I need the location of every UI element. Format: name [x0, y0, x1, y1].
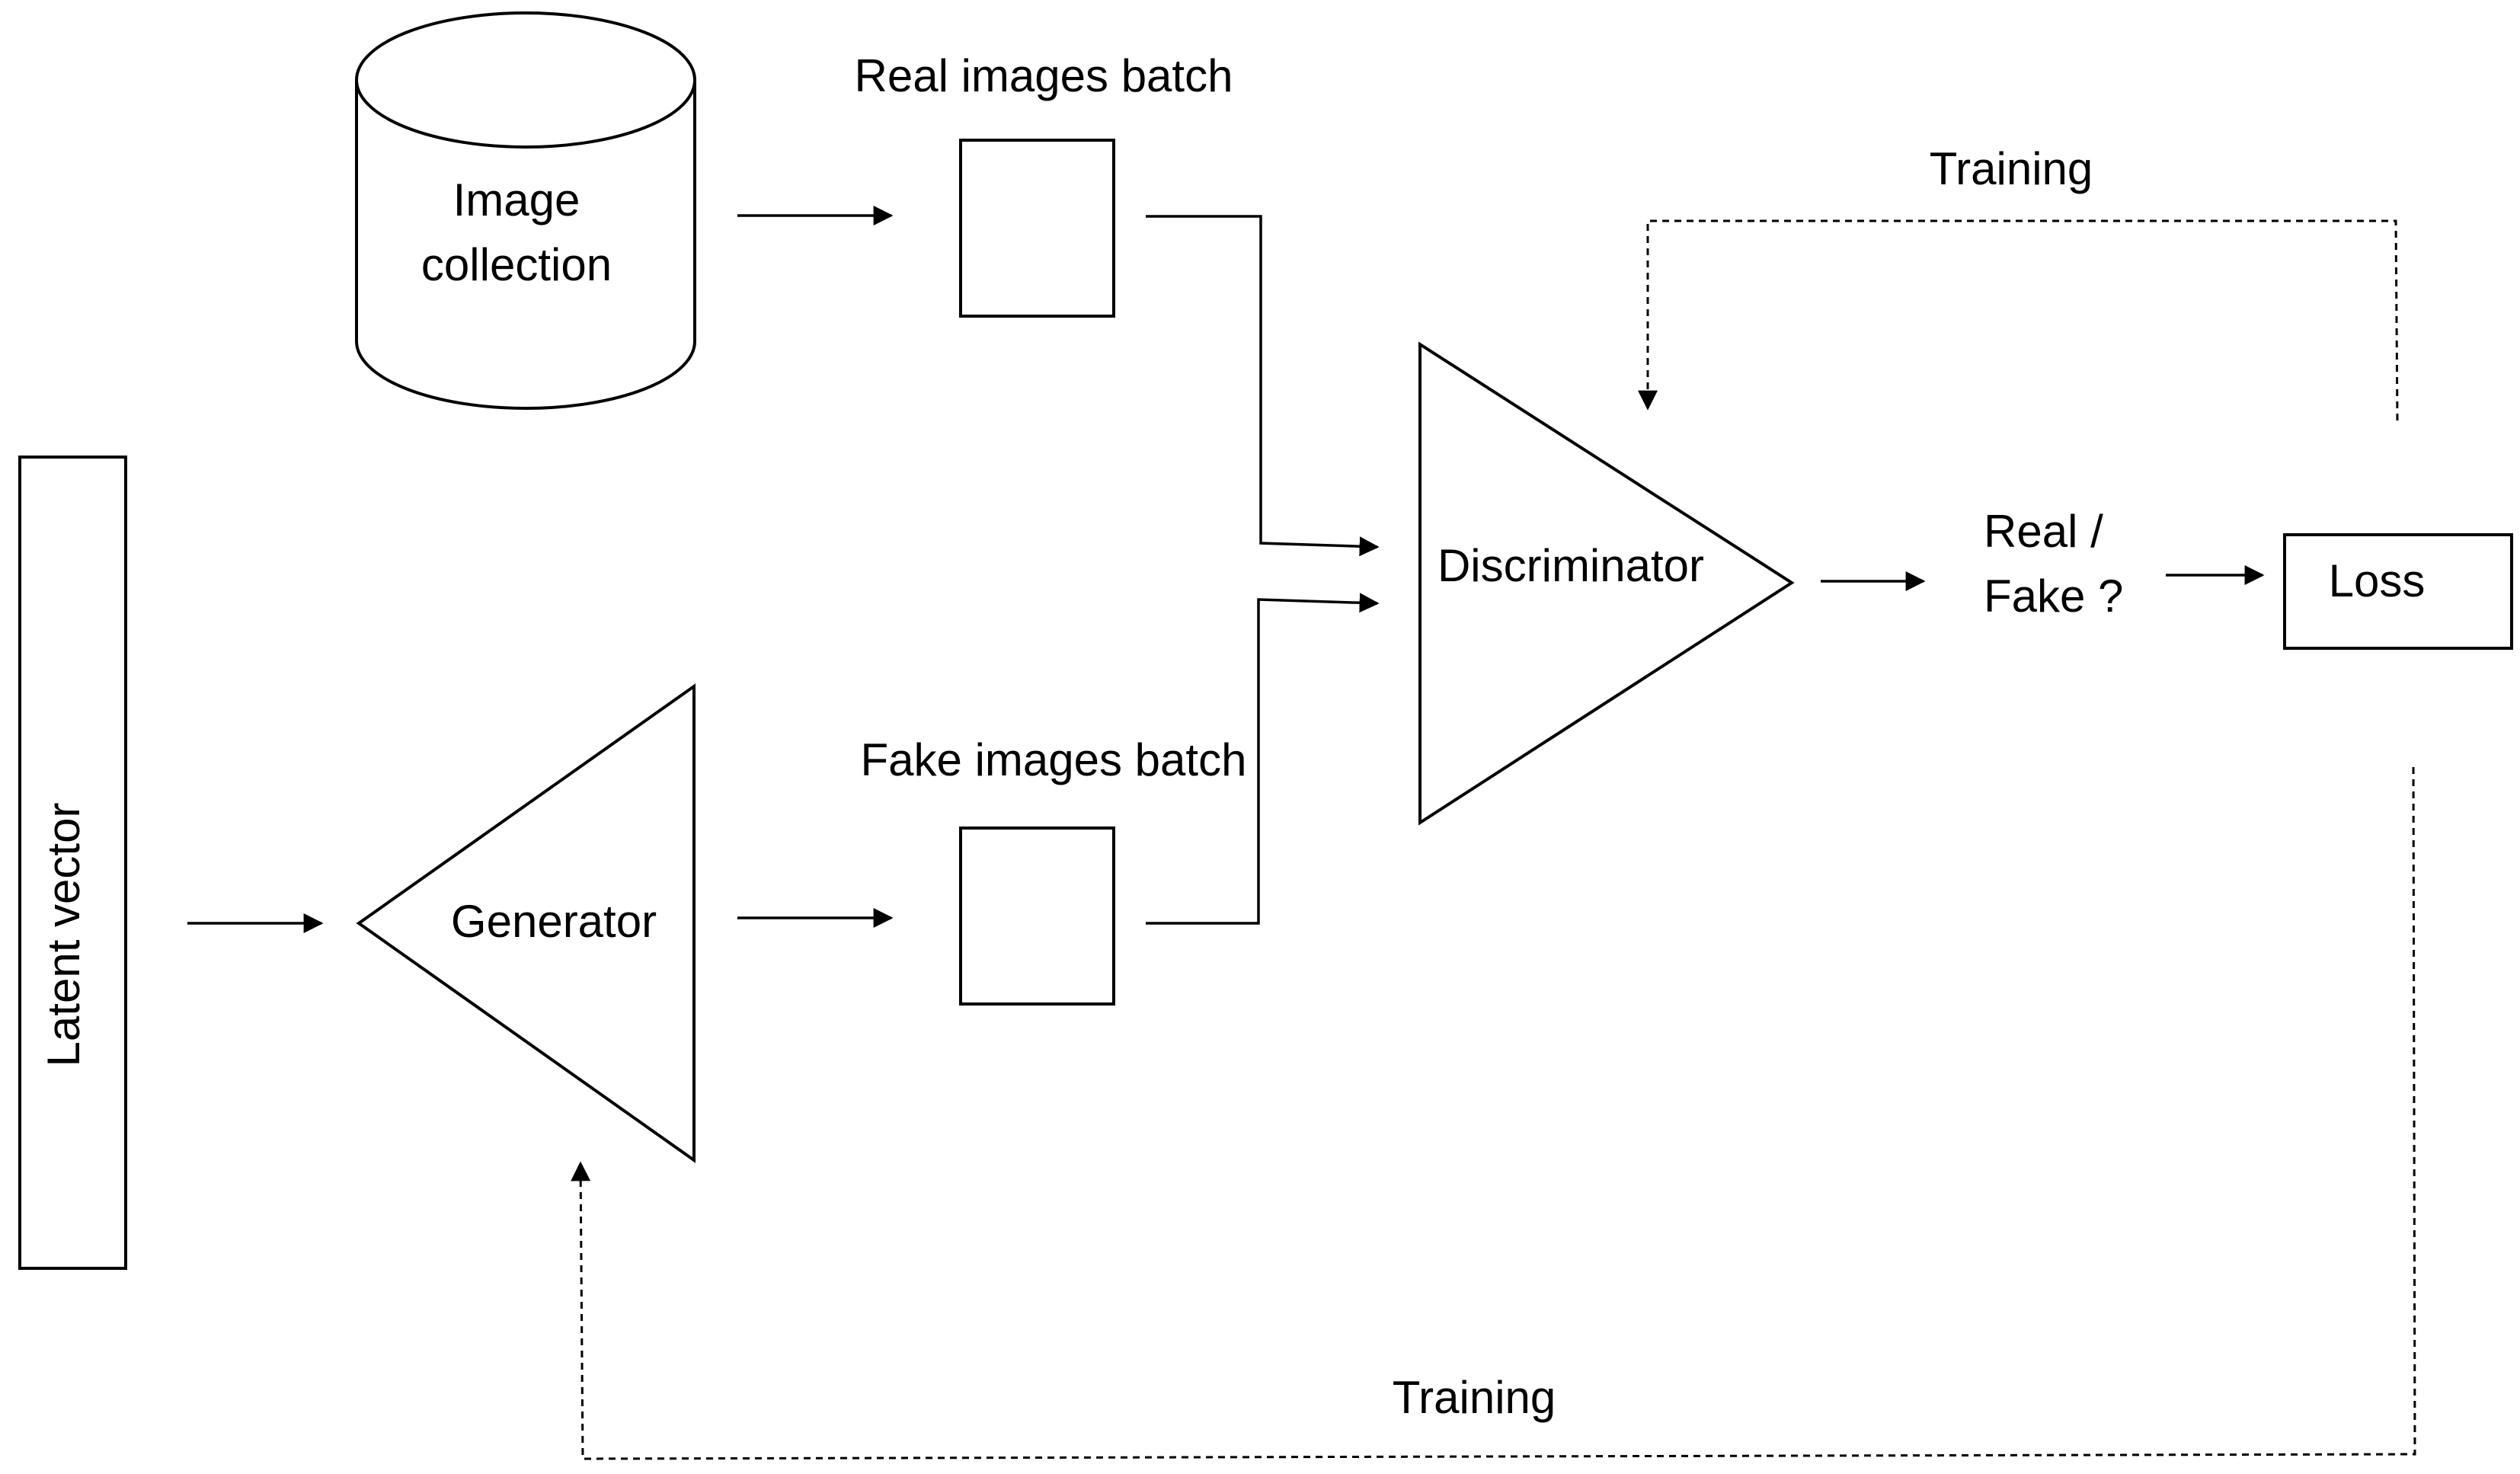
image-collection-label-line2: collection [421, 239, 612, 290]
real-images-batch-box [959, 139, 1115, 318]
loss-label: Loss [2329, 555, 2426, 606]
training-loop-to-generator [571, 766, 2416, 1460]
loss-box [2283, 533, 2513, 650]
image-collection-label-line1: Image [453, 174, 580, 225]
fake-images-batch-box [959, 827, 1115, 1006]
generator-triangle [356, 683, 696, 1163]
real-images-batch-label: Real images batch [855, 50, 1233, 101]
real-fake-label-line2: Fake ? [1984, 571, 2123, 622]
latent-vector-box [18, 456, 127, 1270]
generator-label: Generator [451, 896, 657, 947]
real-fake-label-line1: Real / [1984, 506, 2103, 557]
discriminator-label: Discriminator [1437, 540, 1704, 591]
latent-vector-label: Latent vector [38, 803, 89, 1067]
image-collection-cylinder [355, 11, 696, 410]
fake-images-batch-label: Fake images batch [861, 734, 1247, 785]
discriminator-triangle [1418, 341, 1795, 826]
training-loop-to-discriminator [1638, 219, 2399, 421]
training-label-top: Training [1930, 143, 2093, 194]
arrow-fake-batch-to-discriminator [1146, 593, 1380, 925]
training-label-bottom: Training [1393, 1372, 1556, 1423]
arrow-real-batch-to-discriminator [1146, 215, 1380, 557]
